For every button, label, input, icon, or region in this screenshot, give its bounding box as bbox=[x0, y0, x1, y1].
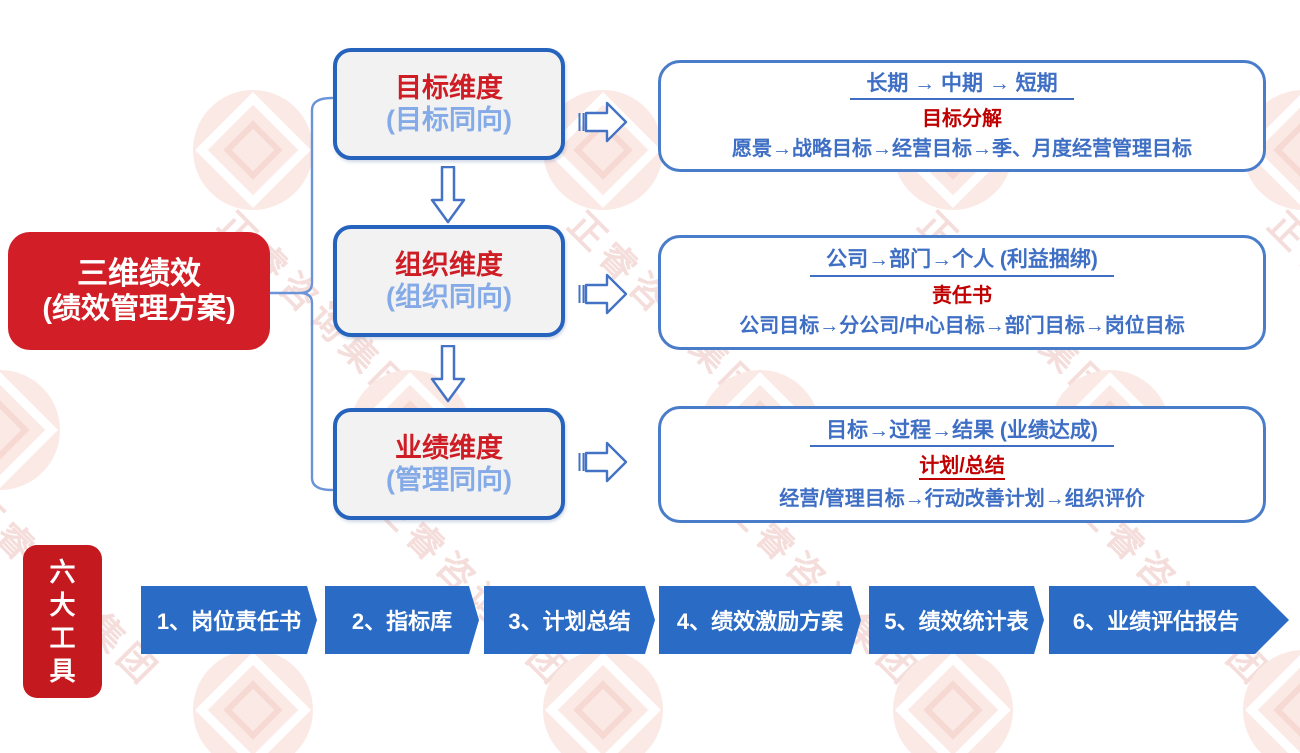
tool-label: 6、业绩评估报告 bbox=[1072, 609, 1240, 634]
main-subtitle: (绩效管理方案) bbox=[42, 293, 236, 325]
down-arrow-icon bbox=[430, 345, 466, 403]
down-arrow-icon bbox=[430, 166, 466, 224]
detail-keyword: 计划/总结 bbox=[919, 455, 1005, 481]
detail-chain: 公司目标→分公司/中心目标→部门目标→岗位目标 bbox=[739, 314, 1185, 337]
brace-connector bbox=[268, 96, 334, 492]
tool-block-responsibility-letter: 1、岗位责任书 bbox=[141, 586, 317, 654]
detail-flow: 长期 → 中期 → 短期 bbox=[850, 72, 1074, 101]
detail-flow: 公司→部门→个人 (利益捆绑) bbox=[810, 248, 1114, 277]
detail-flow: 目标→过程→结果 (业绩达成) bbox=[810, 419, 1114, 448]
dimension-box-goal: 目标维度 (目标同向) bbox=[333, 48, 565, 160]
dimension-title: 目标维度 bbox=[395, 72, 503, 103]
tools-char: 工 bbox=[49, 623, 76, 653]
detail-chain: 愿景→战略目标→经营目标→季、月度经营管理目标 bbox=[732, 138, 1192, 161]
brand-logo-icon bbox=[893, 650, 1013, 753]
dimension-subtitle: (管理同向) bbox=[386, 464, 512, 495]
main-title-box: 三维绩效 (绩效管理方案) bbox=[8, 232, 270, 350]
brand-logo-icon bbox=[0, 370, 60, 490]
tool-block-statistics-table: 5、绩效统计表 bbox=[869, 586, 1044, 654]
dimension-subtitle: (组织同向) bbox=[386, 281, 512, 312]
right-arrow-icon bbox=[578, 101, 628, 143]
detail-keyword: 责任书 bbox=[932, 284, 992, 307]
right-arrow-icon bbox=[578, 273, 628, 315]
dimension-box-performance: 业绩维度 (管理同向) bbox=[333, 408, 565, 520]
six-tools-header: 六 大 工 具 bbox=[23, 545, 102, 698]
tool-block-plan-summary: 3、计划总结 bbox=[484, 586, 655, 654]
detail-chain: 经营/管理目标→行动改善计划→组织评价 bbox=[779, 488, 1145, 511]
brand-logo-icon bbox=[543, 650, 663, 753]
brand-logo-icon bbox=[1243, 650, 1300, 753]
tool-label: 4、绩效激励方案 bbox=[676, 609, 844, 634]
detail-box-performance: 目标→过程→结果 (业绩达成) 计划/总结 经营/管理目标→行动改善计划→组织评… bbox=[658, 406, 1266, 523]
detail-keyword: 目标分解 bbox=[922, 108, 1002, 131]
dimension-title: 业绩维度 bbox=[395, 432, 503, 463]
dimension-subtitle: (目标同向) bbox=[386, 104, 512, 135]
tool-label: 5、绩效统计表 bbox=[884, 609, 1029, 634]
tools-char: 大 bbox=[49, 590, 76, 620]
dimension-title: 组织维度 bbox=[395, 249, 503, 280]
tool-block-incentive-plan: 4、绩效激励方案 bbox=[659, 586, 861, 654]
tool-block-indicator-library: 2、指标库 bbox=[325, 586, 479, 654]
dimension-box-organization: 组织维度 (组织同向) bbox=[333, 225, 565, 337]
tools-char: 具 bbox=[49, 656, 76, 686]
tools-char: 六 bbox=[49, 557, 76, 587]
tool-block-evaluation-report: 6、业绩评估报告 bbox=[1049, 586, 1289, 654]
tool-label: 1、岗位责任书 bbox=[156, 609, 302, 634]
brand-logo-icon bbox=[193, 650, 313, 753]
detail-box-organization: 公司→部门→个人 (利益捆绑) 责任书 公司目标→分公司/中心目标→部门目标→岗… bbox=[658, 235, 1266, 350]
main-title: 三维绩效 bbox=[77, 256, 201, 291]
tool-label: 2、指标库 bbox=[351, 609, 453, 634]
right-arrow-icon bbox=[578, 441, 628, 483]
tool-label: 3、计划总结 bbox=[508, 609, 631, 634]
detail-box-goal: 长期 → 中期 → 短期 目标分解 愿景→战略目标→经营目标→季、月度经营管理目… bbox=[658, 60, 1266, 172]
